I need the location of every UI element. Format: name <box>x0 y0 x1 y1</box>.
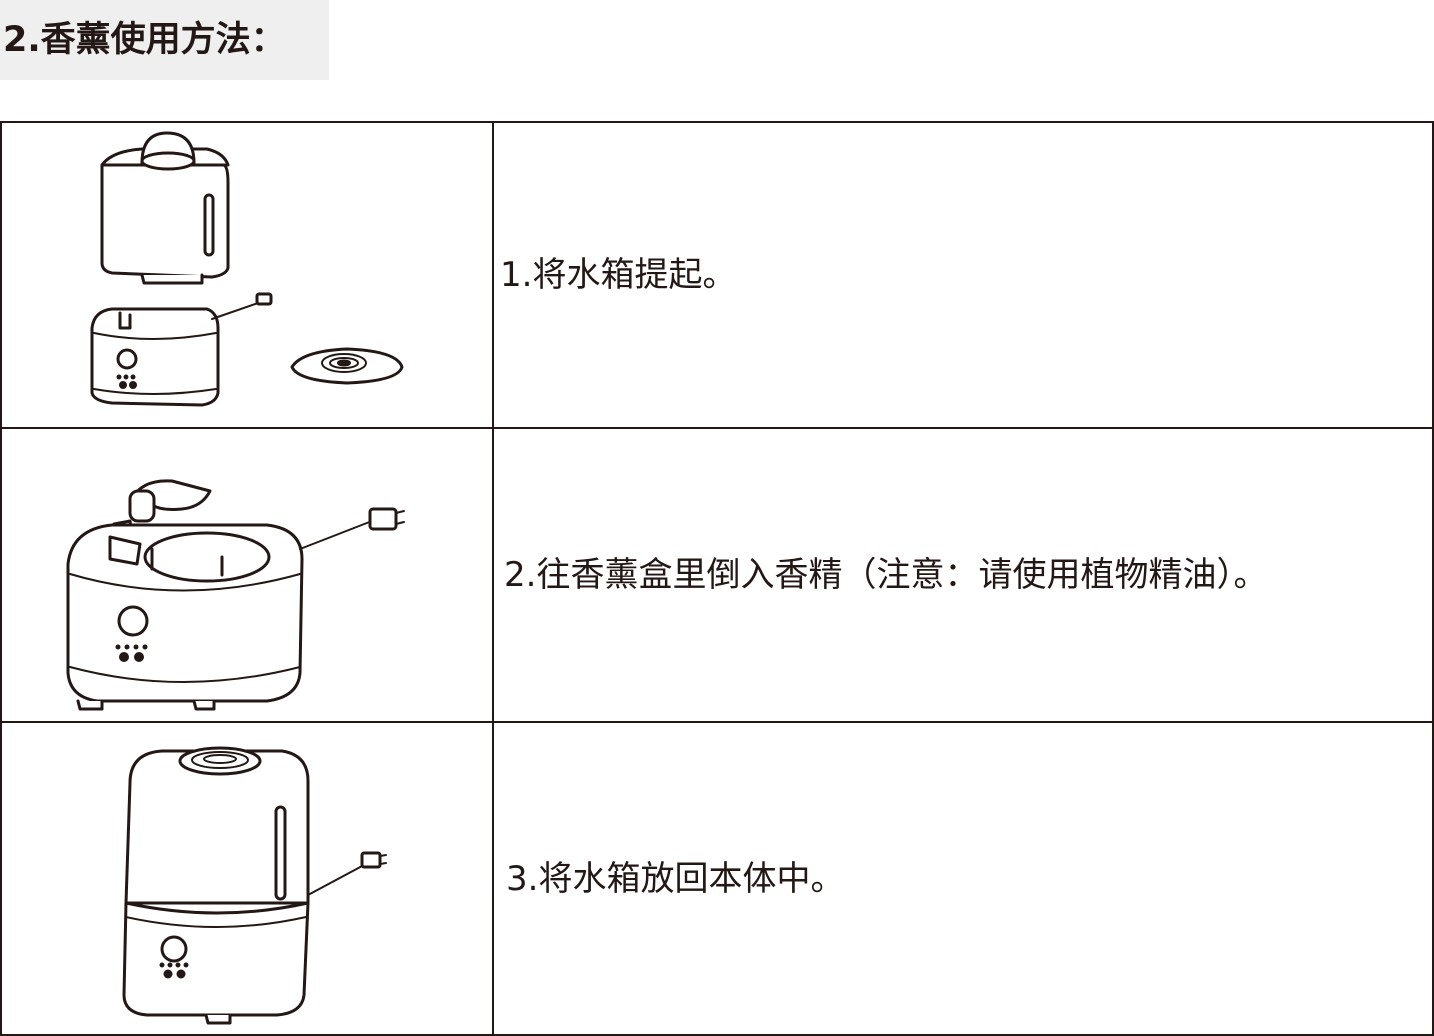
section-title: 2.香薰使用方法： <box>3 20 286 60</box>
humidifier-lift-tank-icon <box>90 131 404 407</box>
step-1-text-cell: 1.将水箱提起。 <box>492 121 1434 429</box>
step-1-illustration-cell <box>0 121 494 429</box>
step-3-illustration-cell <box>0 721 494 1036</box>
step-row-3: 3.将水箱放回本体中。 <box>0 721 1434 1036</box>
step-row-2: 2.往香薰盒里倒入香精（注意：请使用植物精油）。 <box>0 427 1434 723</box>
step-2-text-cell: 2.往香薰盒里倒入香精（注意：请使用植物精油）。 <box>492 427 1434 723</box>
step-row-1: 1.将水箱提起。 <box>0 121 1434 429</box>
step-2-illustration-cell <box>0 427 494 723</box>
steps-table: 1.将水箱提起。 <box>0 121 1434 1036</box>
step-3-text-cell: 3.将水箱放回本体中。 <box>492 721 1434 1036</box>
section-heading-box: 2.香薰使用方法： <box>0 0 329 80</box>
step-2-text: 2.往香薰盒里倒入香精（注意：请使用植物精油）。 <box>504 555 1268 595</box>
humidifier-assembled-icon <box>122 746 387 1025</box>
humidifier-add-essence-icon <box>66 479 405 711</box>
step-3-text: 3.将水箱放回本体中。 <box>506 858 845 899</box>
step-1-text: 1.将水箱提起。 <box>500 255 737 295</box>
